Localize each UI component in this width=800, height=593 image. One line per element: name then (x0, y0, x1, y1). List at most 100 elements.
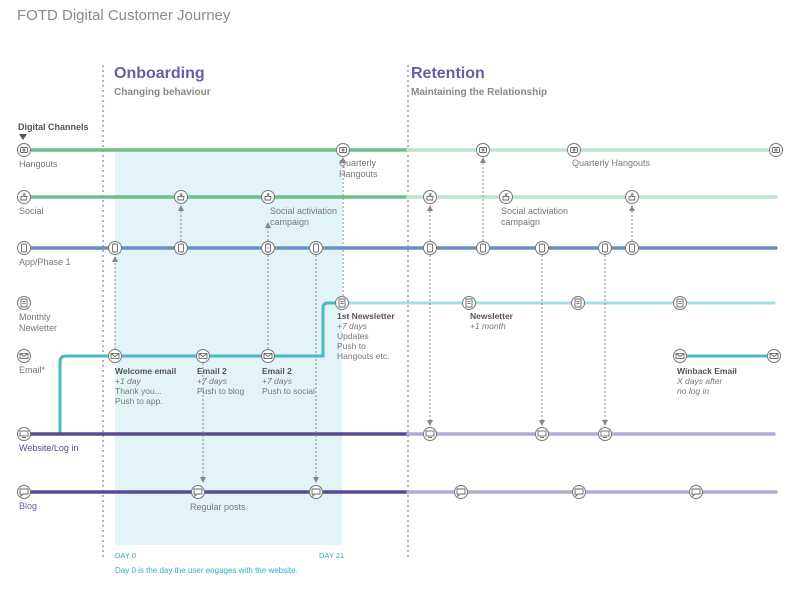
monitor-icon (535, 427, 549, 441)
phone-icon (476, 241, 490, 255)
phone-icon (598, 241, 612, 255)
welcome-email-note-title: Welcome email (115, 366, 176, 376)
thumbs-up-icon (499, 190, 513, 204)
email-line (58, 301, 342, 434)
channel-label-newsletter: Monthly (19, 312, 51, 322)
tablet-icon (17, 296, 31, 310)
phone-icon (625, 241, 639, 255)
quarterly-hangouts-note: Quarterly Hangouts (572, 158, 651, 168)
welcome-email-note-line: +1 day (115, 376, 142, 386)
first-newsletter-note-title: 1st Newsletter (337, 311, 395, 321)
email2-social-note-line: +7 days (262, 376, 293, 386)
connector-arrow (200, 363, 206, 483)
connector-arrow (265, 222, 271, 349)
hangouts-icon (476, 143, 490, 157)
phase-title-onboarding: Onboarding (114, 65, 205, 82)
email2-blog-note-title: Email 2 (197, 366, 227, 376)
thumbs-up-icon (17, 190, 31, 204)
envelope-icon (673, 349, 687, 363)
chat-icon (17, 485, 31, 499)
channels-arrow-icon (19, 134, 27, 140)
thumbs-up-icon (423, 190, 437, 204)
newsletter-note-title: Newsletter (470, 311, 514, 321)
monitor-icon (598, 427, 612, 441)
first-newsletter-note-line: Hangouts etc. (337, 351, 389, 361)
channel-label-social: Social (19, 206, 44, 216)
winback-email-note-title: Winback Email (677, 366, 737, 376)
connector-arrow (602, 255, 608, 426)
envelope-icon (196, 349, 210, 363)
channel-label-blog: Blog (19, 501, 37, 511)
connector-arrow (313, 255, 319, 483)
envelope-icon (108, 349, 122, 363)
hangouts-icon (336, 143, 350, 157)
email2-social-note-title: Email 2 (262, 366, 292, 376)
first-newsletter-note-line: +7 days (337, 321, 368, 331)
social-activation-note: Social activiation (501, 206, 568, 216)
connector-arrow (178, 205, 184, 241)
phone-icon (423, 241, 437, 255)
winback-email-note-line: X days after (676, 376, 724, 386)
connector-arrow (539, 255, 545, 426)
chat-icon (309, 485, 323, 499)
tablet-icon (571, 296, 585, 310)
winback-email-note-line: no log in (677, 386, 709, 396)
thumbs-up-icon (625, 190, 639, 204)
phone-icon (309, 241, 323, 255)
hangouts-icon (17, 143, 31, 157)
thumbs-up-icon (261, 190, 275, 204)
tablet-icon (462, 296, 476, 310)
connector-arrow (629, 205, 635, 241)
day-0-marker: DAY 0 (115, 551, 136, 560)
connector-arrow (112, 256, 118, 349)
hangouts-icon (567, 143, 581, 157)
channel-label-app: App/Phase 1 (19, 257, 71, 267)
quarterly-hangouts-note: Quarterly (339, 158, 377, 168)
connector-arrow (427, 255, 433, 426)
regular-posts-note: Regular posts (190, 502, 246, 512)
onboarding-region (115, 150, 342, 545)
social-activation-note: campaign (270, 217, 309, 227)
social-activation-note: Social activiation (270, 206, 337, 216)
phone-icon (108, 241, 122, 255)
email2-blog-note-line: Push to blog (197, 386, 245, 396)
channel-label-email: Email* (19, 365, 46, 375)
social-activation-note: campaign (501, 217, 540, 227)
tablet-icon (673, 296, 687, 310)
welcome-email-note-line: Push to app. (115, 396, 163, 406)
phase-title-retention: Retention (411, 65, 485, 82)
digital-channels-label: Digital Channels (18, 122, 89, 132)
thumbs-up-icon (174, 190, 188, 204)
tablet-icon (335, 296, 349, 310)
footnote: Day 0 is the day the user engages with t… (115, 566, 298, 575)
welcome-email-note-line: Thank you... (115, 386, 162, 396)
email2-social-note-line: Push to social (262, 386, 315, 396)
connector-arrow (427, 205, 433, 241)
envelope-icon (17, 349, 31, 363)
phone-icon (17, 241, 31, 255)
monitor-icon (17, 427, 31, 441)
phase-subtitle-retention: Maintaining the Relationship (411, 87, 547, 98)
envelope-icon (767, 349, 781, 363)
hangouts-icon (769, 143, 783, 157)
chat-icon (454, 485, 468, 499)
email2-blog-note-line: +7 days (197, 376, 228, 386)
page-title: FOTD Digital Customer Journey (17, 7, 231, 24)
first-newsletter-note-line: Push to (337, 341, 366, 351)
day-21-marker: DAY 21 (319, 551, 344, 560)
newsletter-note-line: +1 month (470, 321, 506, 331)
monitor-icon (423, 427, 437, 441)
phone-icon (174, 241, 188, 255)
connector-arrow (340, 157, 346, 296)
channel-label-hangouts: Hangouts (19, 159, 58, 169)
quarterly-hangouts-note: Hangouts (339, 169, 378, 179)
channel-label-website: Website/Log in (19, 443, 78, 453)
first-newsletter-note-line: Updates (337, 331, 369, 341)
envelope-icon (261, 349, 275, 363)
phase-subtitle-onboarding: Changing behaviour (114, 87, 211, 98)
phone-icon (535, 241, 549, 255)
chat-icon (572, 485, 586, 499)
connector-arrow (480, 157, 486, 241)
